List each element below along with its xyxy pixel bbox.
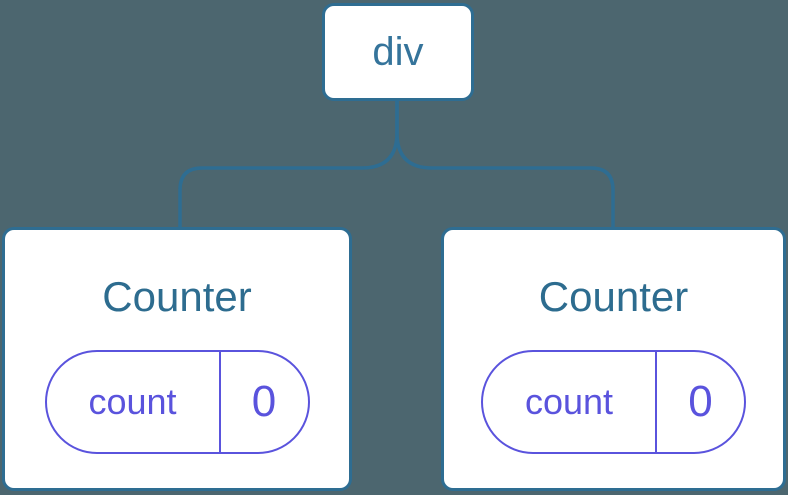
state-key-label: count (524, 381, 614, 422)
state-pill: count 0 (481, 350, 746, 454)
state-value-cell: 0 (221, 352, 308, 452)
connector-right-branch (395, 101, 615, 227)
state-pill: count 0 (44, 350, 310, 454)
root-node-label: div (372, 30, 424, 74)
counter-node-left: Counter count 0 (2, 227, 352, 491)
state-key-cell: count (47, 352, 221, 452)
state-value-cell: 0 (657, 352, 744, 452)
state-key-cell: count (483, 352, 657, 452)
counter-node-right: Counter count 0 (441, 227, 786, 491)
state-value: 0 (688, 377, 713, 426)
counter-node-title: Counter (538, 273, 689, 320)
root-node: div (322, 3, 474, 101)
state-value: 0 (251, 377, 277, 426)
connector-left-branch (178, 101, 399, 227)
counter-node-title: Counter (102, 273, 252, 320)
state-key-label: count (88, 381, 177, 422)
